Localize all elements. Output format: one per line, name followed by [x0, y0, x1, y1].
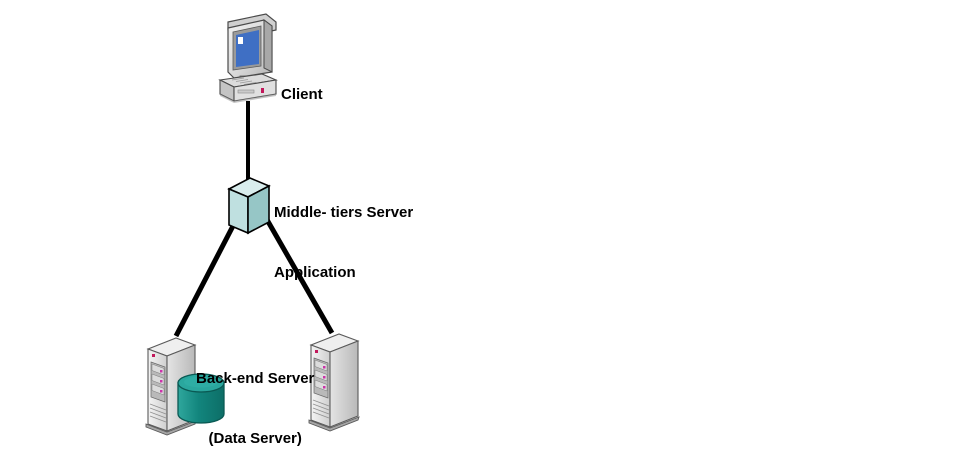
database-cylinder-icon	[177, 373, 225, 424]
middle-tier-label: Middle- tiers Server Application	[274, 163, 413, 323]
backend-server-label-line-2: (Data Server)	[208, 430, 302, 447]
server-tower-right-icon	[308, 333, 360, 432]
middle-tier-cube-icon	[227, 177, 271, 235]
client-label: Client	[281, 45, 323, 145]
client-computer-icon	[218, 13, 278, 103]
backend-server-label-line-1: Back-end Server	[196, 370, 315, 387]
link-middle-to-backend-right	[259, 209, 335, 335]
link-middle-to-backend-left	[173, 222, 237, 338]
connection-lines	[173, 101, 335, 338]
backend-server-label: Back-end Server (Data Server)	[196, 329, 314, 456]
middle-tier-label-line-2: Application	[274, 264, 356, 281]
client-label-line-1: Client	[281, 86, 323, 103]
middle-tier-label-line-1: Middle- tiers Server	[274, 204, 414, 221]
